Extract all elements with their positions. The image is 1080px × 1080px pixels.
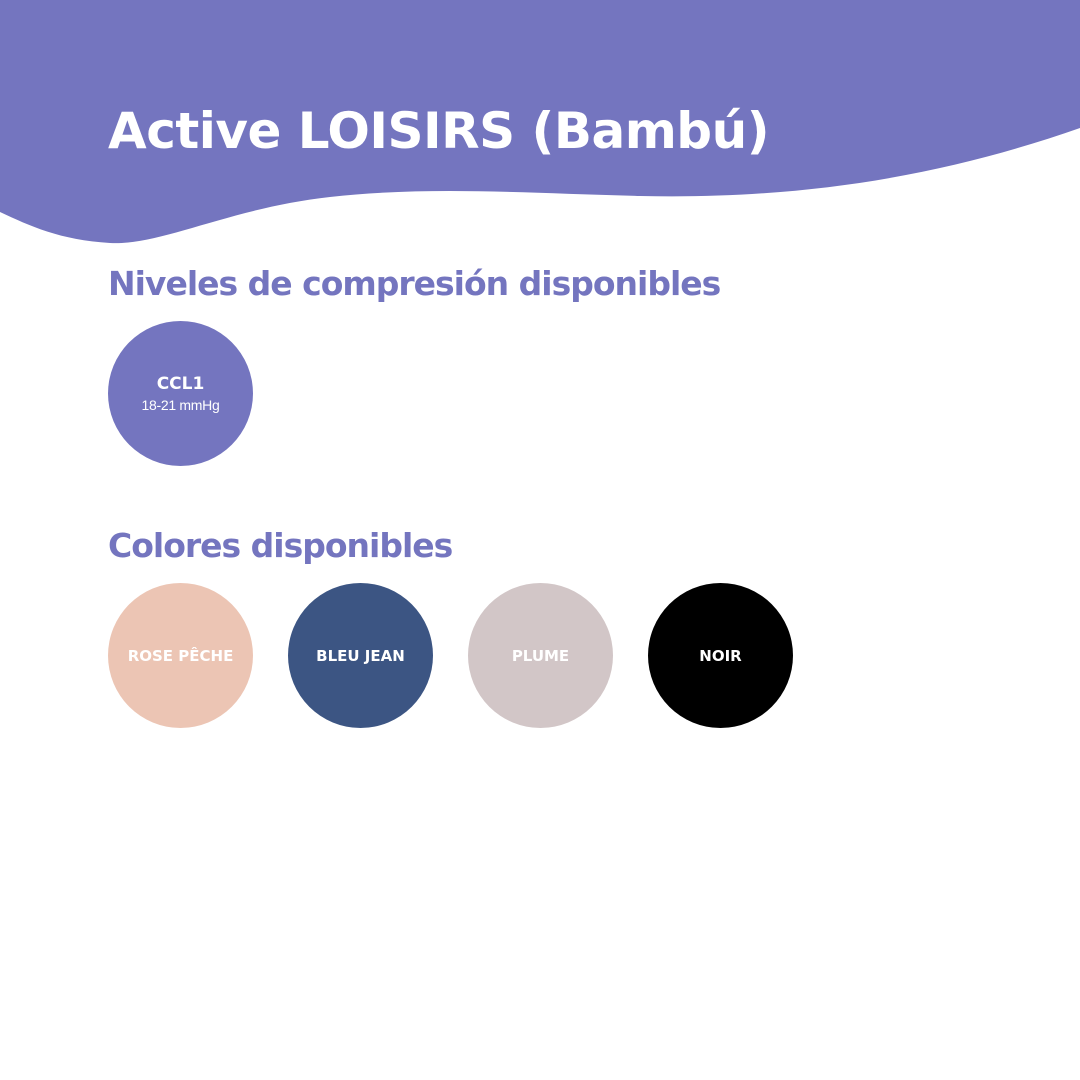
color-swatch-rose-peche: ROSE PÊCHE bbox=[108, 583, 253, 728]
compression-heading: Niveles de compresión disponibles bbox=[108, 264, 721, 303]
color-swatch-plume: PLUME bbox=[468, 583, 613, 728]
compression-level-name: CCL1 bbox=[156, 373, 205, 394]
color-swatch-label: ROSE PÊCHE bbox=[127, 646, 234, 665]
color-swatch-bleu-jean: BLEU JEAN bbox=[288, 583, 433, 728]
color-swatch-noir: NOIR bbox=[648, 583, 793, 728]
compression-level-range: 18-21 mmHg bbox=[141, 396, 220, 413]
header-wave-shape bbox=[0, 0, 1080, 244]
compression-level-badge: CCL1 18-21 mmHg bbox=[108, 321, 253, 466]
color-swatch-label: BLEU JEAN bbox=[316, 646, 405, 665]
header-wave-background bbox=[0, 0, 1080, 244]
color-swatch-label: NOIR bbox=[699, 646, 742, 665]
color-swatch-label: PLUME bbox=[511, 646, 570, 665]
page-title: Active LOISIRS (Bambú) bbox=[108, 102, 770, 160]
colors-heading: Colores disponibles bbox=[108, 526, 453, 565]
